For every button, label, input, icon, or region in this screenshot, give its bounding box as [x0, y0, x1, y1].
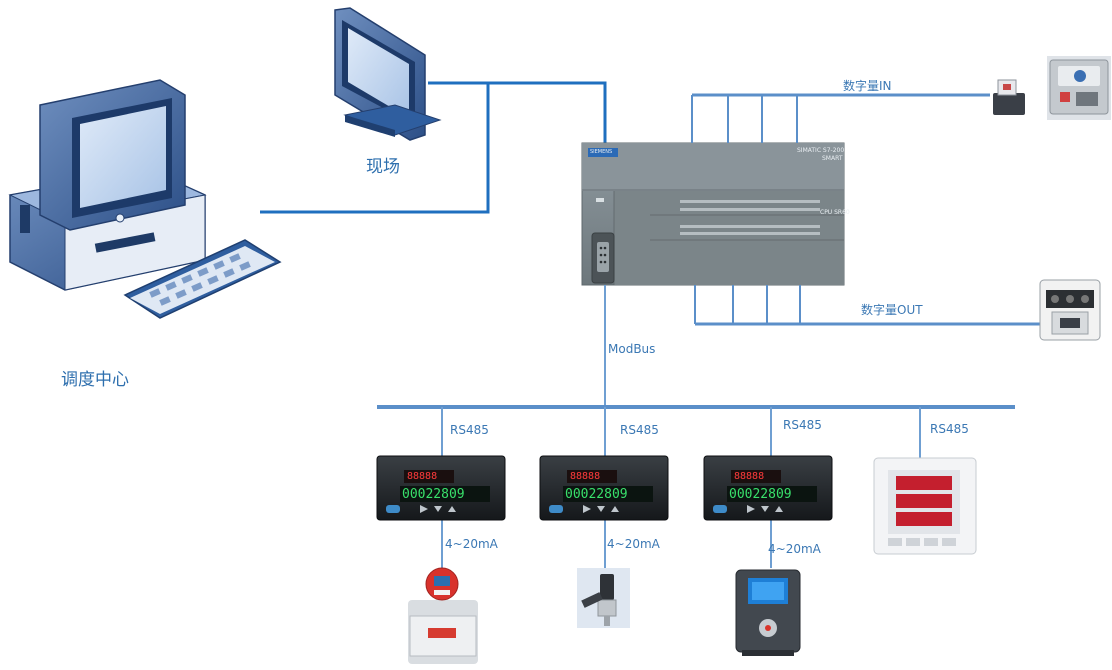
plc-cpu-label: CPU SR60 — [820, 209, 850, 216]
level-controller-icon — [735, 569, 801, 656]
meter-1-top-display: 88888 — [407, 471, 438, 482]
modbus-label: ModBus — [608, 342, 656, 356]
digital-in-wiring — [691, 93, 990, 143]
meter-1 — [376, 455, 506, 521]
meter-3 — [703, 455, 833, 521]
contactor-icon — [1039, 279, 1101, 341]
plc-unit — [581, 142, 845, 286]
plc-model-line1: SIMATIC S7-200 — [797, 147, 845, 154]
meter-2-top-display: 88888 — [570, 471, 601, 482]
current-label-3: 4~20mA — [768, 542, 821, 556]
field-monitor-icon — [334, 7, 442, 141]
plc-model-line2: SMART — [822, 155, 843, 162]
power-meter-icon — [873, 457, 977, 555]
meter-2-bottom-display: 00022809 — [565, 487, 628, 502]
relay-icon — [993, 79, 1025, 115]
digital-in-label: 数字量IN — [843, 79, 892, 93]
field-label: 现场 — [366, 157, 400, 177]
dispatch-center-label: 调度中心 — [61, 370, 129, 390]
meter-1-bottom-display: 00022809 — [402, 487, 465, 502]
rs485-label-4: RS485 — [930, 422, 969, 436]
rs485-label-3: RS485 — [783, 418, 822, 432]
current-label-1: 4~20mA — [445, 537, 498, 551]
plc-brand: SIEMENS — [590, 149, 613, 155]
current-label-2: 4~20mA — [607, 537, 660, 551]
ethernet-links — [260, 81, 607, 214]
electromagnetic-flowmeter-icon — [408, 567, 478, 664]
pressure-transmitter-icon — [577, 568, 630, 628]
rs485-label-2: RS485 — [620, 423, 659, 437]
digital-out-wiring — [694, 285, 1040, 326]
digital-out-label: 数字量OUT — [861, 303, 923, 317]
meter-3-top-display: 88888 — [734, 471, 765, 482]
modbus-bus — [377, 285, 1015, 568]
meter-3-bottom-display: 00022809 — [729, 487, 792, 502]
dispatch-computer-icon — [8, 79, 282, 319]
thermal-relay-icon — [1047, 56, 1111, 120]
meter-2 — [539, 455, 669, 521]
rs485-label-1: RS485 — [450, 423, 489, 437]
